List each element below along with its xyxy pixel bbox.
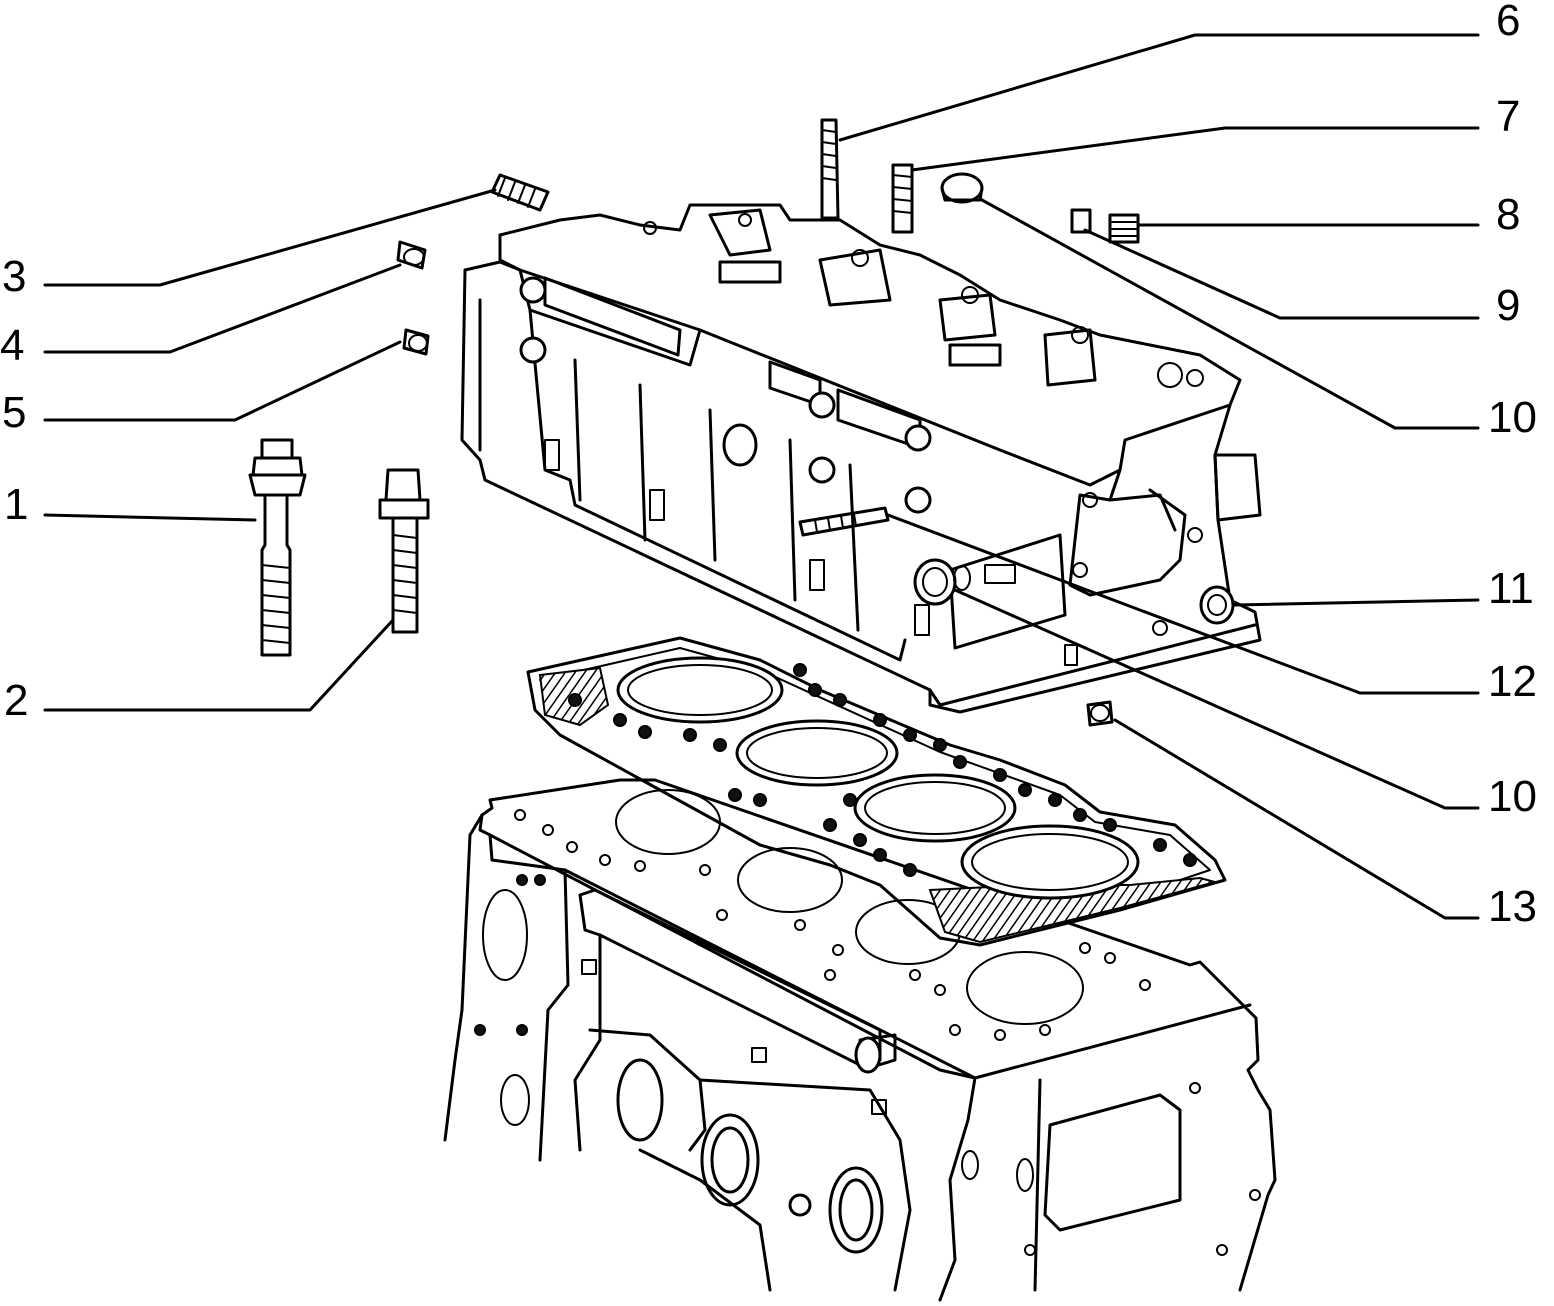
dowel-9 — [1070, 208, 1092, 234]
callout-7: 7 — [1496, 92, 1520, 141]
stud-3 — [490, 173, 550, 212]
callout-13: 13 — [1488, 882, 1537, 931]
head-bolt-long — [248, 438, 307, 657]
stud-7 — [891, 163, 914, 234]
plug-8 — [1108, 213, 1140, 244]
callout-1: 1 — [4, 480, 28, 529]
head-bolt-short — [378, 468, 430, 634]
callout-10-lower: 10 — [1488, 772, 1537, 821]
callout-9: 9 — [1496, 281, 1520, 330]
plug-4 — [396, 240, 427, 270]
gasket-holes — [568, 663, 1197, 877]
plug-5 — [402, 328, 430, 356]
callout-11: 11 — [1488, 564, 1534, 613]
deck-holes — [514, 809, 1151, 1041]
callout-10-upper: 10 — [1488, 393, 1537, 442]
stud-front — [798, 506, 890, 537]
head-gasket — [526, 636, 1227, 947]
seal-cap-10-top — [940, 172, 984, 204]
engine-block — [443, 778, 1277, 1302]
plug-13 — [1086, 700, 1114, 727]
callout-2: 2 — [4, 676, 28, 725]
callout-labels: 6 7 8 9 10 11 12 10 13 3 4 5 1 2 — [0, 0, 1537, 931]
cylinder-head — [460, 203, 1262, 714]
callout-6: 6 — [1496, 0, 1520, 45]
callout-12: 12 — [1488, 657, 1537, 706]
callout-5: 5 — [2, 388, 26, 437]
callout-4: 4 — [0, 321, 24, 370]
stud-6 — [820, 118, 840, 220]
callout-8: 8 — [1496, 190, 1520, 239]
callout-3: 3 — [2, 252, 26, 301]
leader-lines — [43, 33, 1480, 920]
